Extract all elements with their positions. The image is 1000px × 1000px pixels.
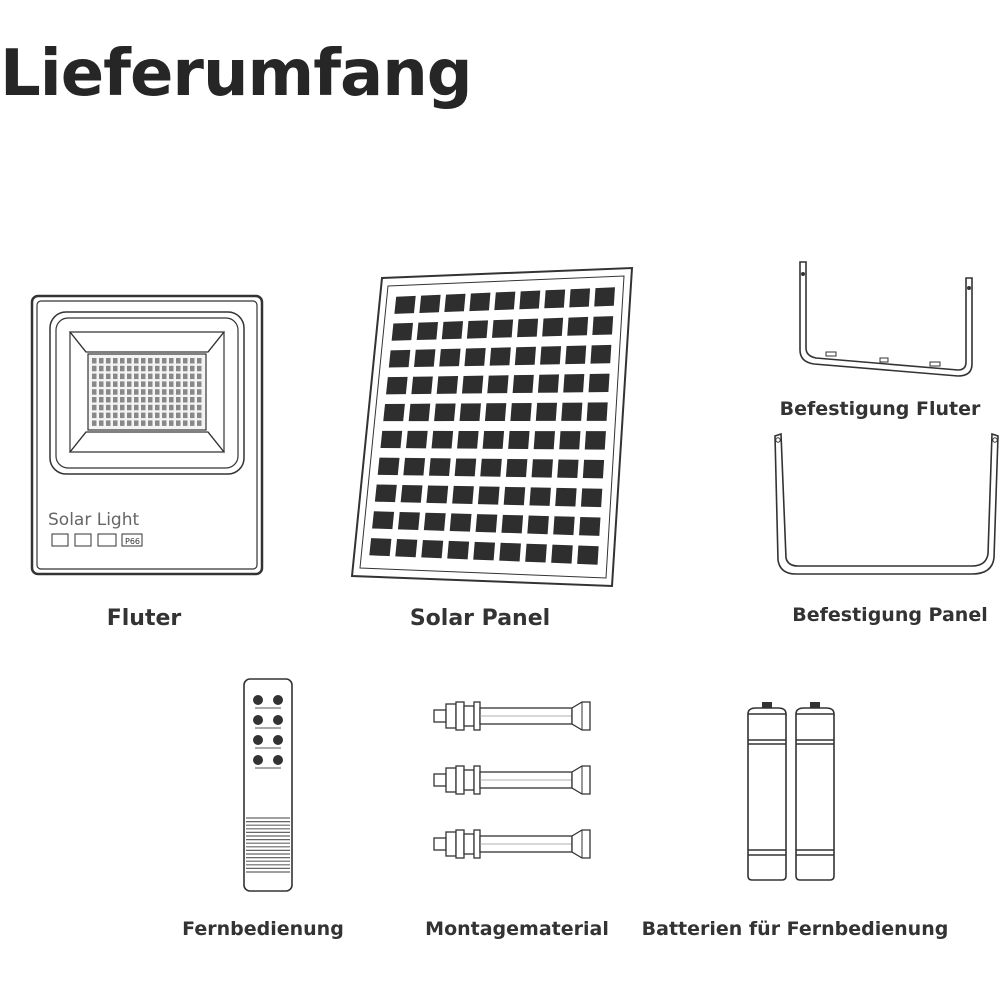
caption-solar-panel: Solar Panel bbox=[409, 606, 551, 631]
caption-remote-control: Fernbedienung bbox=[182, 918, 344, 940]
remote-control-icon bbox=[243, 678, 293, 892]
page-title: Lieferumfang bbox=[0, 37, 473, 111]
floodlight-text: Solar Light bbox=[48, 510, 139, 530]
caption-batteries: Batterien für Fernbedienung bbox=[641, 918, 949, 940]
caption-mounting-material: Montagematerial bbox=[425, 918, 609, 940]
caption-panel-bracket: Befestigung Panel bbox=[792, 604, 988, 626]
floodlight-icon: Solar Light P66 bbox=[30, 294, 264, 576]
caption-floodlight: Fluter bbox=[106, 606, 182, 631]
caption-floodlight-bracket: Befestigung Fluter bbox=[779, 398, 981, 420]
floodlight-badge: P66 bbox=[125, 537, 140, 546]
batteries-icon bbox=[747, 702, 835, 881]
panel-bracket-icon bbox=[774, 432, 999, 575]
anchor-bolts-icon bbox=[433, 701, 591, 859]
floodlight-bracket-icon bbox=[799, 261, 973, 377]
solar-panel-icon bbox=[350, 266, 634, 588]
